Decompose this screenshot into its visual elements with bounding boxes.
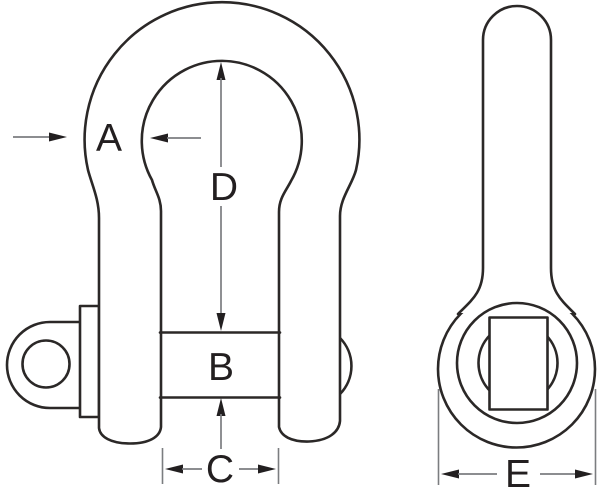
dim-e-arrow-left-icon [441, 469, 459, 479]
dimension-d: D [210, 62, 238, 331]
pin-eye-hole [21, 339, 71, 389]
dim-d-arrow-up-icon [216, 62, 226, 80]
dim-c-arrow-left-icon [165, 464, 183, 474]
pin-end-bump [338, 336, 353, 396]
bow-body-outline [83, 1, 361, 445]
dim-label-b: B [208, 346, 234, 389]
dimension-c: C [161, 448, 280, 489]
dim-a-arrow-right-icon [49, 132, 67, 142]
front-view: A D B C [5, 1, 361, 489]
side-pin-head-rect [488, 316, 549, 411]
dim-a-arrow-left-icon [150, 133, 168, 143]
dim-e-arrow-right-icon [575, 469, 593, 479]
dimension-b: B [208, 346, 234, 449]
dim-label-e: E [505, 453, 531, 489]
side-neck-mask [458, 230, 575, 313]
dim-label-d: D [210, 166, 238, 209]
dimension-e: E [437, 389, 597, 489]
dim-label-a: A [96, 117, 122, 160]
side-view: E [436, 4, 597, 489]
dim-b-arrow-up-icon [216, 398, 226, 416]
dimension-a: A [13, 117, 201, 160]
dim-c-arrow-right-icon [258, 464, 276, 474]
pin-collar [78, 304, 101, 419]
dim-d-arrow-down-icon [216, 313, 226, 331]
dim-label-c: C [206, 448, 234, 489]
side-body-outline [456, 4, 577, 316]
